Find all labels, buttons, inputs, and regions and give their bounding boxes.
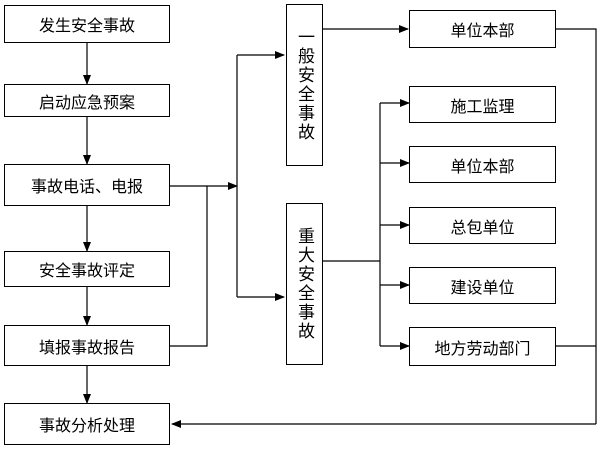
node-local-labor-dept: 地方劳动部门 <box>409 327 556 366</box>
general-accident-label: 一般安全事故 <box>294 28 314 142</box>
node-accident-evaluation: 安全事故评定 <box>4 251 170 287</box>
node-major-accident: 重大安全事故 <box>286 203 323 365</box>
node-general-contractor: 总包单位 <box>409 207 556 244</box>
node-accident-report-call: 事故电话、电报 <box>4 164 170 206</box>
major-accident-label: 重大安全事故 <box>294 227 314 341</box>
node-start-emergency-plan: 启动应急预案 <box>4 84 170 117</box>
node-general-accident: 一般安全事故 <box>286 4 323 166</box>
node-fill-report: 填报事故报告 <box>4 325 170 366</box>
node-construction-supervision: 施工监理 <box>409 86 556 123</box>
node-unit-hq-top: 单位本部 <box>409 10 556 48</box>
node-unit-hq: 单位本部 <box>409 146 556 183</box>
node-accident-analysis: 事故分析处理 <box>4 403 170 445</box>
node-occur-accident: 发生安全事故 <box>4 5 170 43</box>
node-construction-unit: 建设单位 <box>409 267 556 304</box>
